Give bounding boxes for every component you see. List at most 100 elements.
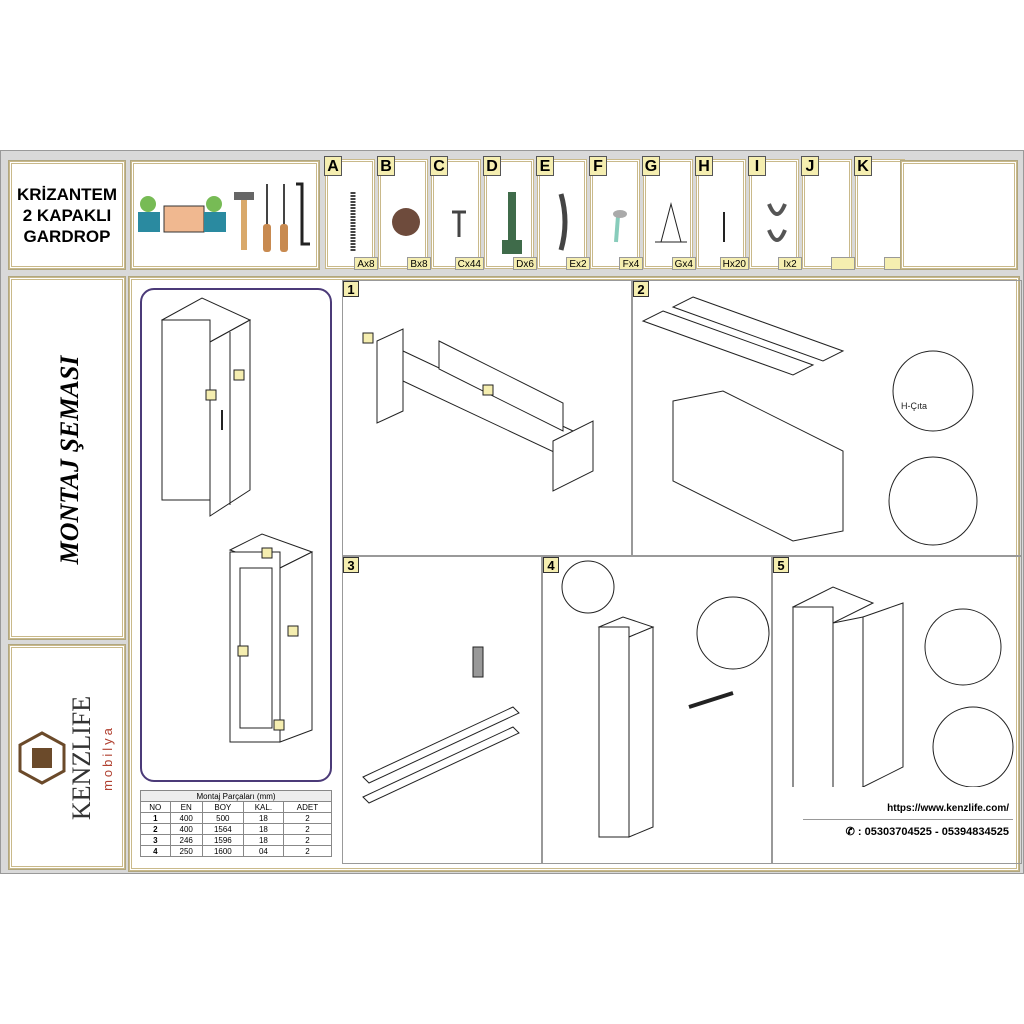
hardware-qty: Bx8 [407, 257, 431, 270]
table-cell: 2 [282, 812, 333, 824]
wardrobe-illustration [160, 297, 314, 743]
step-2: 2 H-Çıta [632, 280, 1022, 556]
table-cell: 2 [282, 823, 333, 835]
table-cell: 1596 [201, 834, 244, 846]
table-header: KAL. [242, 801, 284, 813]
hardware-qty: Ix2 [778, 257, 802, 270]
handle-icon [558, 193, 568, 251]
product-title: KRİZANTEM 2 KAPAKLI GARDROP [8, 160, 126, 270]
table-cell: 1600 [201, 845, 244, 857]
hardware-letter: J [801, 156, 819, 176]
step-2-diagram: H-Çıta [641, 296, 978, 546]
hardware-a: A Ax8 [324, 156, 378, 270]
assembly-sheet: KRİZANTEM 2 KAPAKLI GARDROP A Ax8 B Bx8 C Cx4… [0, 150, 1024, 874]
kenzlife-logo: KENZLIFE mobilya [18, 696, 115, 820]
step-5-diagram [791, 586, 1014, 798]
hardware-letter: B [377, 156, 395, 176]
step-4-diagram [561, 560, 770, 838]
table-cell: 400 [169, 823, 203, 835]
tools-icon [138, 182, 310, 252]
step-number: 5 [773, 557, 789, 573]
logo-sub: mobilya [100, 725, 115, 791]
hardware-qty: Ex2 [566, 257, 590, 270]
step-number: 3 [343, 557, 359, 573]
hardware-letter: E [536, 156, 554, 176]
table-cell: 250 [169, 845, 203, 857]
table-cell: 246 [169, 834, 203, 846]
step-1: 1 [342, 280, 632, 556]
wardrobe-overview [140, 288, 332, 782]
table-cell: 1564 [201, 823, 244, 835]
table-cell: 1 [140, 812, 171, 824]
screw-long-icon [350, 192, 356, 252]
hardware-i: I Ix2 [748, 156, 802, 270]
website-link[interactable]: https://www.kenzlife.com/ [887, 803, 1009, 814]
hardware-qty [831, 257, 855, 270]
hardware-letter: A [324, 156, 342, 176]
hardware-letter: I [748, 156, 766, 176]
step-5: 5 https://www.kenzlife.com/ ✆ : 05303704… [772, 556, 1022, 864]
bolt-icon [613, 210, 627, 243]
table-cell: 4 [140, 845, 171, 857]
step-1-diagram [362, 328, 594, 492]
phone-icon: ✆ [845, 826, 858, 838]
table-header: EN [169, 801, 203, 813]
hardware-qty: Gx4 [671, 257, 696, 270]
step-3-diagram [362, 646, 520, 804]
table-cell: 3 [140, 834, 171, 846]
table-cell: 2 [282, 845, 333, 857]
hardware-letter: G [642, 156, 660, 176]
hardware-qty: Ax8 [354, 257, 378, 270]
table-cell: 2 [282, 834, 333, 846]
cap-cover-icon [392, 208, 420, 236]
table-cell: 2 [140, 823, 171, 835]
hardware-letter: F [589, 156, 607, 176]
table-cell: 18 [242, 834, 284, 846]
hardware-qty: Hx20 [719, 257, 749, 270]
hardware-letter: D [483, 156, 501, 176]
table-cell: 18 [242, 823, 284, 835]
hardware-b: B Bx8 [377, 156, 431, 270]
table-header: ADET [282, 801, 333, 813]
step-number: 1 [343, 281, 359, 297]
screw-short-icon [452, 210, 466, 237]
logo-name: KENZLIFE [67, 696, 96, 820]
phone-numbers: : 05303704525 - 05394834525 [857, 826, 1009, 838]
logo-box: KENZLIFE mobilya [8, 644, 126, 870]
table-cell: 18 [242, 812, 284, 824]
hardware-letter: K [854, 156, 872, 176]
blank-box [900, 160, 1018, 270]
title-line: 2 KAPAKLI [22, 205, 112, 225]
hardware-letter: H [695, 156, 713, 176]
hardware-k: K [854, 156, 908, 270]
table-cell: 04 [242, 845, 284, 857]
hardware-c: C Cx44 [430, 156, 484, 270]
hinge-icon [502, 192, 522, 254]
step-4: 4 [542, 556, 772, 864]
step-number: 4 [543, 557, 559, 573]
rail-bracket-icon [767, 203, 787, 242]
hardware-h: H Hx20 [695, 156, 749, 270]
title-line: GARDROP [23, 226, 111, 246]
hardware-qty: Cx44 [454, 257, 484, 270]
tools-illustration [130, 160, 320, 270]
table-header: BOY [201, 801, 244, 813]
title-line: KRİZANTEM [16, 184, 118, 204]
side-title-box: MONTAJ ŞEMASI [8, 276, 126, 640]
table-cell: 400 [169, 812, 203, 824]
table-header: NO [140, 801, 171, 813]
h-cita-label: H-Çıta [901, 401, 927, 411]
nail-icon [723, 212, 725, 242]
step-3: 3 [342, 556, 542, 864]
table-cell: 500 [201, 812, 244, 824]
leg-icon [655, 202, 687, 243]
hardware-j: J [801, 156, 855, 270]
table-caption: Montaj Parçaları (mm) [140, 790, 332, 802]
hardware-letter: C [430, 156, 448, 176]
